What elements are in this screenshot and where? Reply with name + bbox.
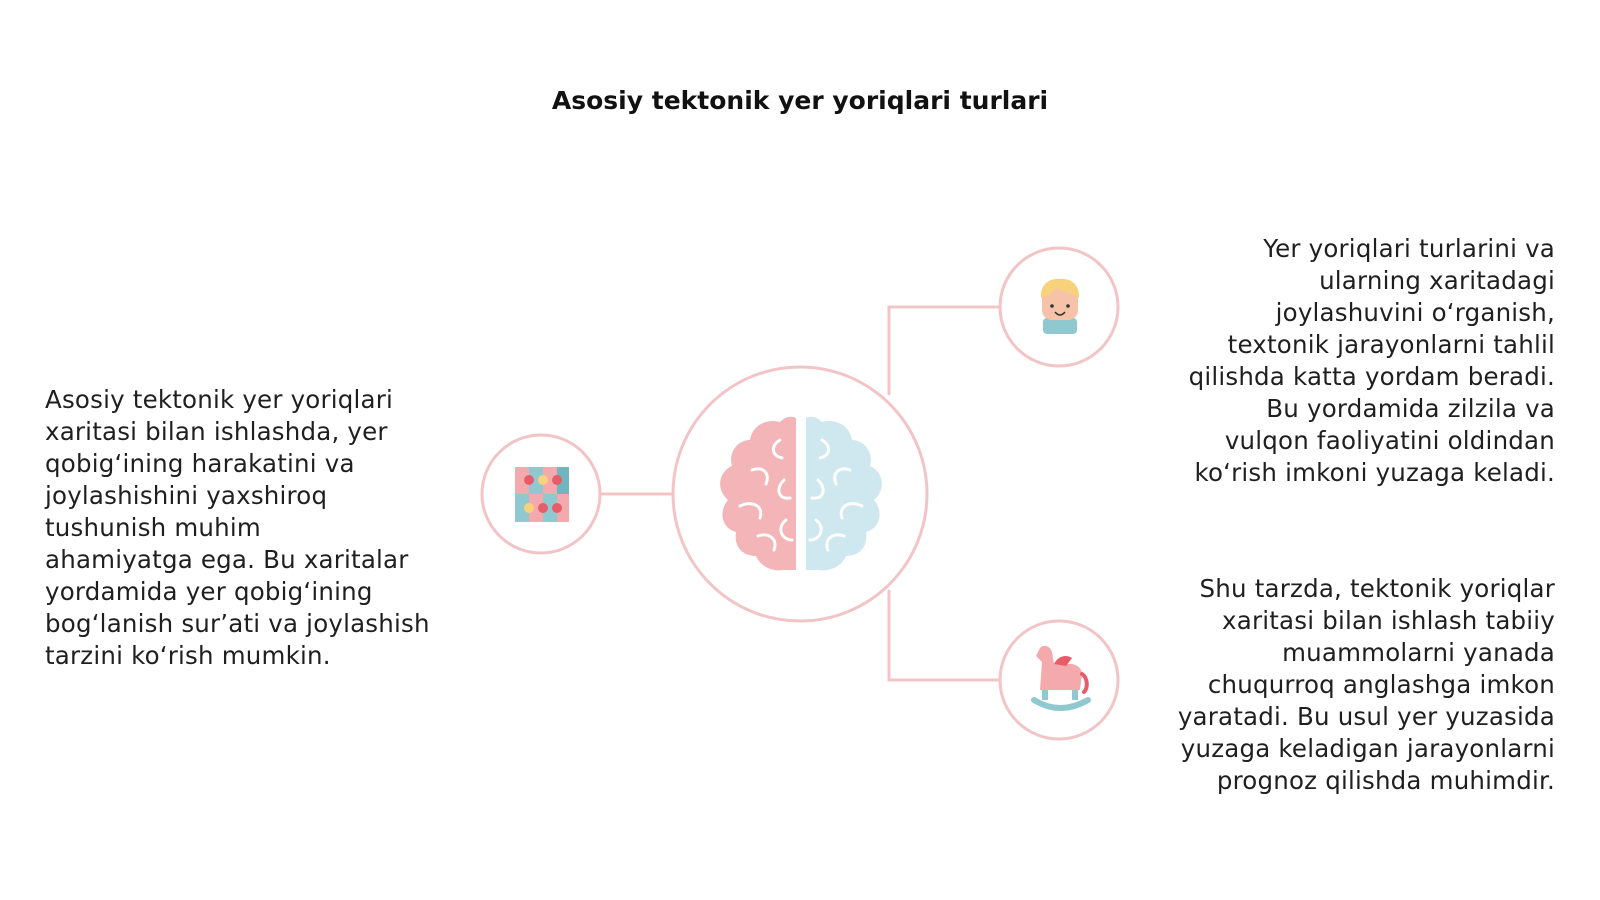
- top-right-node: [998, 246, 1120, 368]
- center-node: [671, 365, 929, 623]
- top-right-description: Yer yoriqlari turlarini va ularning xari…: [1188, 234, 1555, 487]
- brain-icon: [720, 416, 882, 571]
- page-title: Asosiy tektonik yer yoriqlari turlari: [551, 86, 1049, 115]
- left-node: [480, 433, 602, 555]
- puzzle-icon: [515, 467, 569, 522]
- connector-lines: [600, 305, 999, 682]
- left-description: Asosiy tektonik yer yoriqlari xaritasi b…: [45, 385, 430, 670]
- rocking-horse-icon: [1031, 645, 1091, 711]
- bottom-right-description: Shu tarzda, tektonik yoriqlar xaritasi b…: [1177, 574, 1555, 795]
- bottom-right-node: [998, 619, 1120, 741]
- child-face-icon: [1040, 278, 1080, 334]
